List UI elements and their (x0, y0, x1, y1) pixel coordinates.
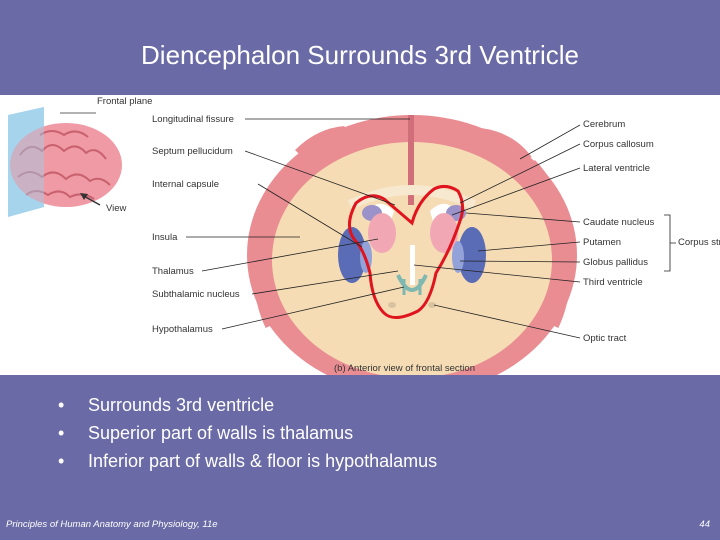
label-hypothalamus: Hypothalamus (152, 324, 213, 335)
bullet-item: • Inferior part of walls & floor is hypot… (58, 448, 437, 476)
corpus-striatum-bracket (664, 214, 676, 272)
diencephalon-outline (348, 184, 465, 319)
label-corpus-striatum: Corpus striatum (678, 237, 720, 248)
label-globus-pallidus: Globus pallidus (583, 257, 648, 268)
label-thalamus: Thalamus (152, 266, 194, 277)
bullet-item: • Superior part of walls is thalamus (58, 420, 437, 448)
bullet-text: Inferior part of walls & floor is hypoth… (88, 451, 438, 471)
bullet-marker: • (58, 423, 65, 443)
label-subthalamic-nucleus: Subthalamic nucleus (152, 289, 240, 300)
footer-source: Principles of Human Anatomy and Physiolo… (6, 519, 218, 530)
label-optic-tract: Optic tract (583, 333, 627, 344)
frontal-plane-label: Frontal plane (97, 96, 152, 107)
figure-caption: (b) Anterior view of frontal section (334, 363, 475, 374)
bullet-list: • Surrounds 3rd ventricle • Superior part … (58, 392, 437, 476)
frontal-plane-inset (8, 107, 122, 217)
bullet-text: Surrounds 3rd ventricle (88, 395, 275, 415)
bullet-marker: • (58, 451, 65, 471)
slide-title: Diencephalon Surrounds 3rd Ventricle (141, 40, 579, 70)
label-third-ventricle: Third ventricle (583, 277, 643, 288)
leader-lines (186, 118, 581, 339)
bullet-marker: • (58, 395, 65, 415)
label-longitudinal-fissure: Longitudinal fissure (152, 114, 234, 125)
label-cerebrum: Cerebrum (583, 119, 625, 130)
label-insula: Insula (152, 232, 178, 243)
page-number: 44 (699, 519, 710, 530)
label-lateral-ventricle: Lateral ventricle (583, 163, 650, 174)
coronal-brain-section (247, 115, 577, 375)
bullet-item: • Surrounds 3rd ventricle (58, 392, 437, 420)
label-septum-pellucidum: Septum pellucidum (152, 146, 233, 157)
bullet-text: Superior part of walls is thalamus (88, 423, 354, 443)
brain-section-figure: Frontal plane View (0, 95, 720, 375)
bracket-label: Corpus striatum (678, 237, 720, 248)
view-label: View (106, 203, 127, 214)
label-corpus-callosum: Corpus callosum (583, 139, 654, 150)
label-internal-capsule: Internal capsule (152, 179, 219, 190)
label-caudate-nucleus: Caudate nucleus (583, 217, 655, 228)
label-putamen: Putamen (583, 237, 621, 248)
